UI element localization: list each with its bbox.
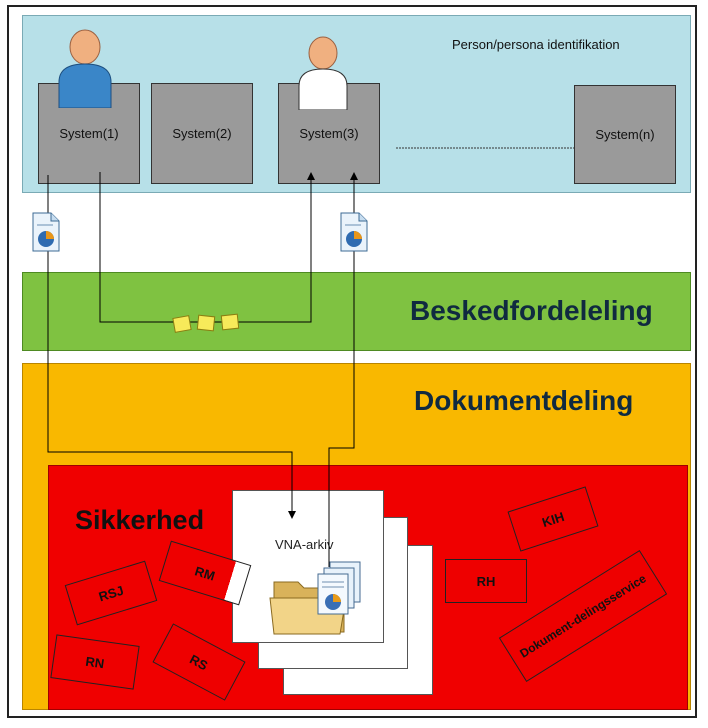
document-icon-right: [340, 212, 368, 252]
document-retrieve-route: [328, 172, 358, 567]
system-3-label: System(3): [299, 126, 359, 141]
identity-label: Person/persona identifikation: [452, 37, 620, 52]
persona-icon: [298, 36, 348, 110]
message-route: [99, 172, 315, 323]
system-n-box: System(n): [574, 85, 676, 184]
document-upload-route: [47, 175, 296, 519]
dok-title: Dokumentdeling: [414, 385, 634, 416]
system-2-box: System(2): [151, 83, 253, 184]
document-icon-left: [32, 212, 60, 252]
message-distribution-band: [22, 272, 691, 351]
message-notes-icon: [172, 313, 240, 333]
person-icon: [58, 29, 112, 108]
tag-rh-label: RH: [476, 573, 496, 589]
archive-folder-icon: [269, 561, 361, 635]
sik-title: Sikkerhed: [75, 505, 205, 535]
system-n-label: System(n): [595, 127, 655, 142]
besked-title: Beskedfordeleling: [410, 295, 653, 326]
tag-rh: RH: [445, 559, 527, 603]
system-1-label: System(1): [59, 126, 119, 141]
archive-label: VNA-arkiv: [275, 537, 334, 552]
system-2-label: System(2): [172, 126, 232, 141]
